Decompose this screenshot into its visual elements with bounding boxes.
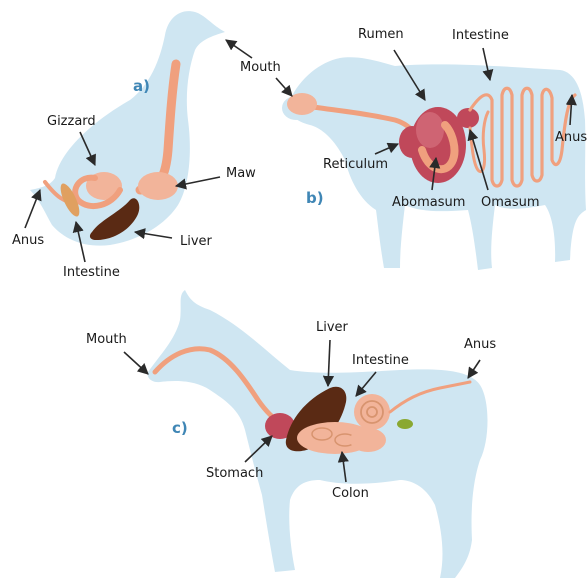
label-anus-c: Anus — [464, 337, 496, 352]
horse-cecum — [350, 428, 386, 452]
label-anus-a: Anus — [12, 233, 44, 248]
panel-b-letter: b) — [306, 189, 324, 207]
label-mouth-c: Mouth — [86, 332, 127, 347]
horse-gallbladder — [397, 419, 413, 429]
label-mouth-b: Mouth — [240, 60, 281, 75]
label-maw: Maw — [226, 166, 256, 181]
panel-a-letter: a) — [133, 77, 150, 95]
panel-c-letter: c) — [172, 419, 188, 437]
horse-intestine — [354, 394, 390, 430]
panel-a-bird: a) Gizzard Maw Anus Liver Intestine — [12, 11, 256, 280]
label-stomach: Stomach — [206, 466, 263, 481]
label-abomasum: Abomasum — [392, 195, 465, 210]
label-omasum: Omasum — [481, 195, 540, 210]
label-intestine-a: Intestine — [63, 265, 120, 280]
label-colon: Colon — [332, 486, 369, 501]
panel-b-cow: Mouth Rumen Intestine Anus Reticulum b) … — [226, 27, 587, 270]
panel-c-horse: Mouth Liver Intestine Anus c) Stomach Co… — [86, 290, 496, 578]
arrow-anus-c — [468, 360, 480, 378]
label-liver-c: Liver — [316, 320, 349, 335]
label-anus-b: Anus — [555, 130, 587, 145]
label-gizzard: Gizzard — [47, 114, 96, 129]
arrow-mouth-b — [276, 78, 292, 96]
arrow-mouth-bird — [226, 40, 252, 58]
arrow-anus-a — [25, 190, 40, 228]
arrow-mouth-c — [124, 352, 148, 374]
label-liver-a: Liver — [180, 234, 213, 249]
cow-omasum — [457, 108, 479, 128]
label-intestine-b: Intestine — [452, 28, 509, 43]
cow-rumen-shade — [416, 112, 444, 148]
label-rumen: Rumen — [358, 27, 404, 42]
bird-maw — [138, 172, 178, 200]
label-reticulum: Reticulum — [323, 157, 388, 172]
label-intestine-c: Intestine — [352, 353, 409, 368]
